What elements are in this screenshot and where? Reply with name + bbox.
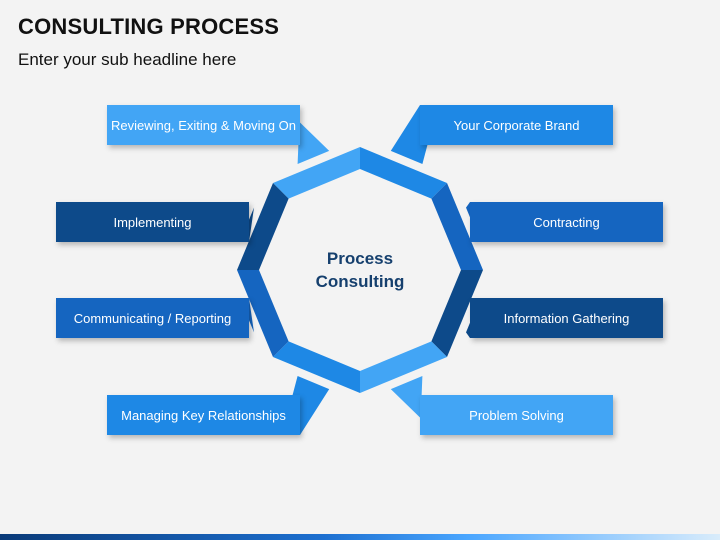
ring-segment: [237, 270, 289, 357]
step-implementing[interactable]: Implementing: [56, 202, 249, 242]
step-reviewing-exiting-moving-on[interactable]: Reviewing, Exiting & Moving On: [107, 105, 300, 145]
ring-segment: [360, 341, 447, 393]
step-communicating-reporting[interactable]: Communicating / Reporting: [56, 298, 249, 338]
step-contracting[interactable]: Contracting: [470, 202, 663, 242]
ring-segment: [431, 183, 483, 270]
step-your-corporate-brand[interactable]: Your Corporate Brand: [420, 105, 613, 145]
ring-segment: [431, 270, 483, 357]
leader-connector: [282, 105, 330, 164]
step-managing-key-relationships[interactable]: Managing Key Relationships: [107, 395, 300, 435]
footer-gradient-bar: [0, 534, 720, 540]
page-title: CONSULTING PROCESS: [18, 14, 280, 39]
ring-segment: [273, 147, 360, 199]
ring-segment: [360, 147, 447, 199]
center-label-line1: Process: [326, 249, 394, 268]
center-label-line2: Consulting: [315, 272, 405, 291]
center-label: Process Consulting: [290, 240, 430, 300]
ring-segment: [237, 183, 289, 270]
step-problem-solving[interactable]: Problem Solving: [420, 395, 613, 435]
page-subtitle: Enter your sub headline here: [18, 50, 237, 69]
step-information-gathering[interactable]: Information Gathering: [470, 298, 663, 338]
ring-segment: [273, 341, 360, 393]
leader-connector: [390, 376, 438, 435]
